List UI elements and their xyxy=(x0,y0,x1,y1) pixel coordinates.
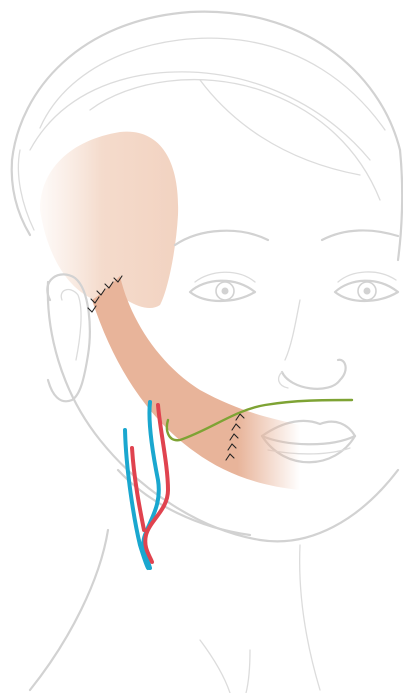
face-outline xyxy=(30,282,398,693)
left-eyebrow xyxy=(322,230,398,240)
right-eyebrow xyxy=(175,231,268,245)
nose xyxy=(279,300,346,389)
skin-flap-band xyxy=(92,276,300,490)
left-eye xyxy=(335,272,398,301)
temple-flap-shade xyxy=(40,132,178,308)
right-eye xyxy=(190,272,255,301)
